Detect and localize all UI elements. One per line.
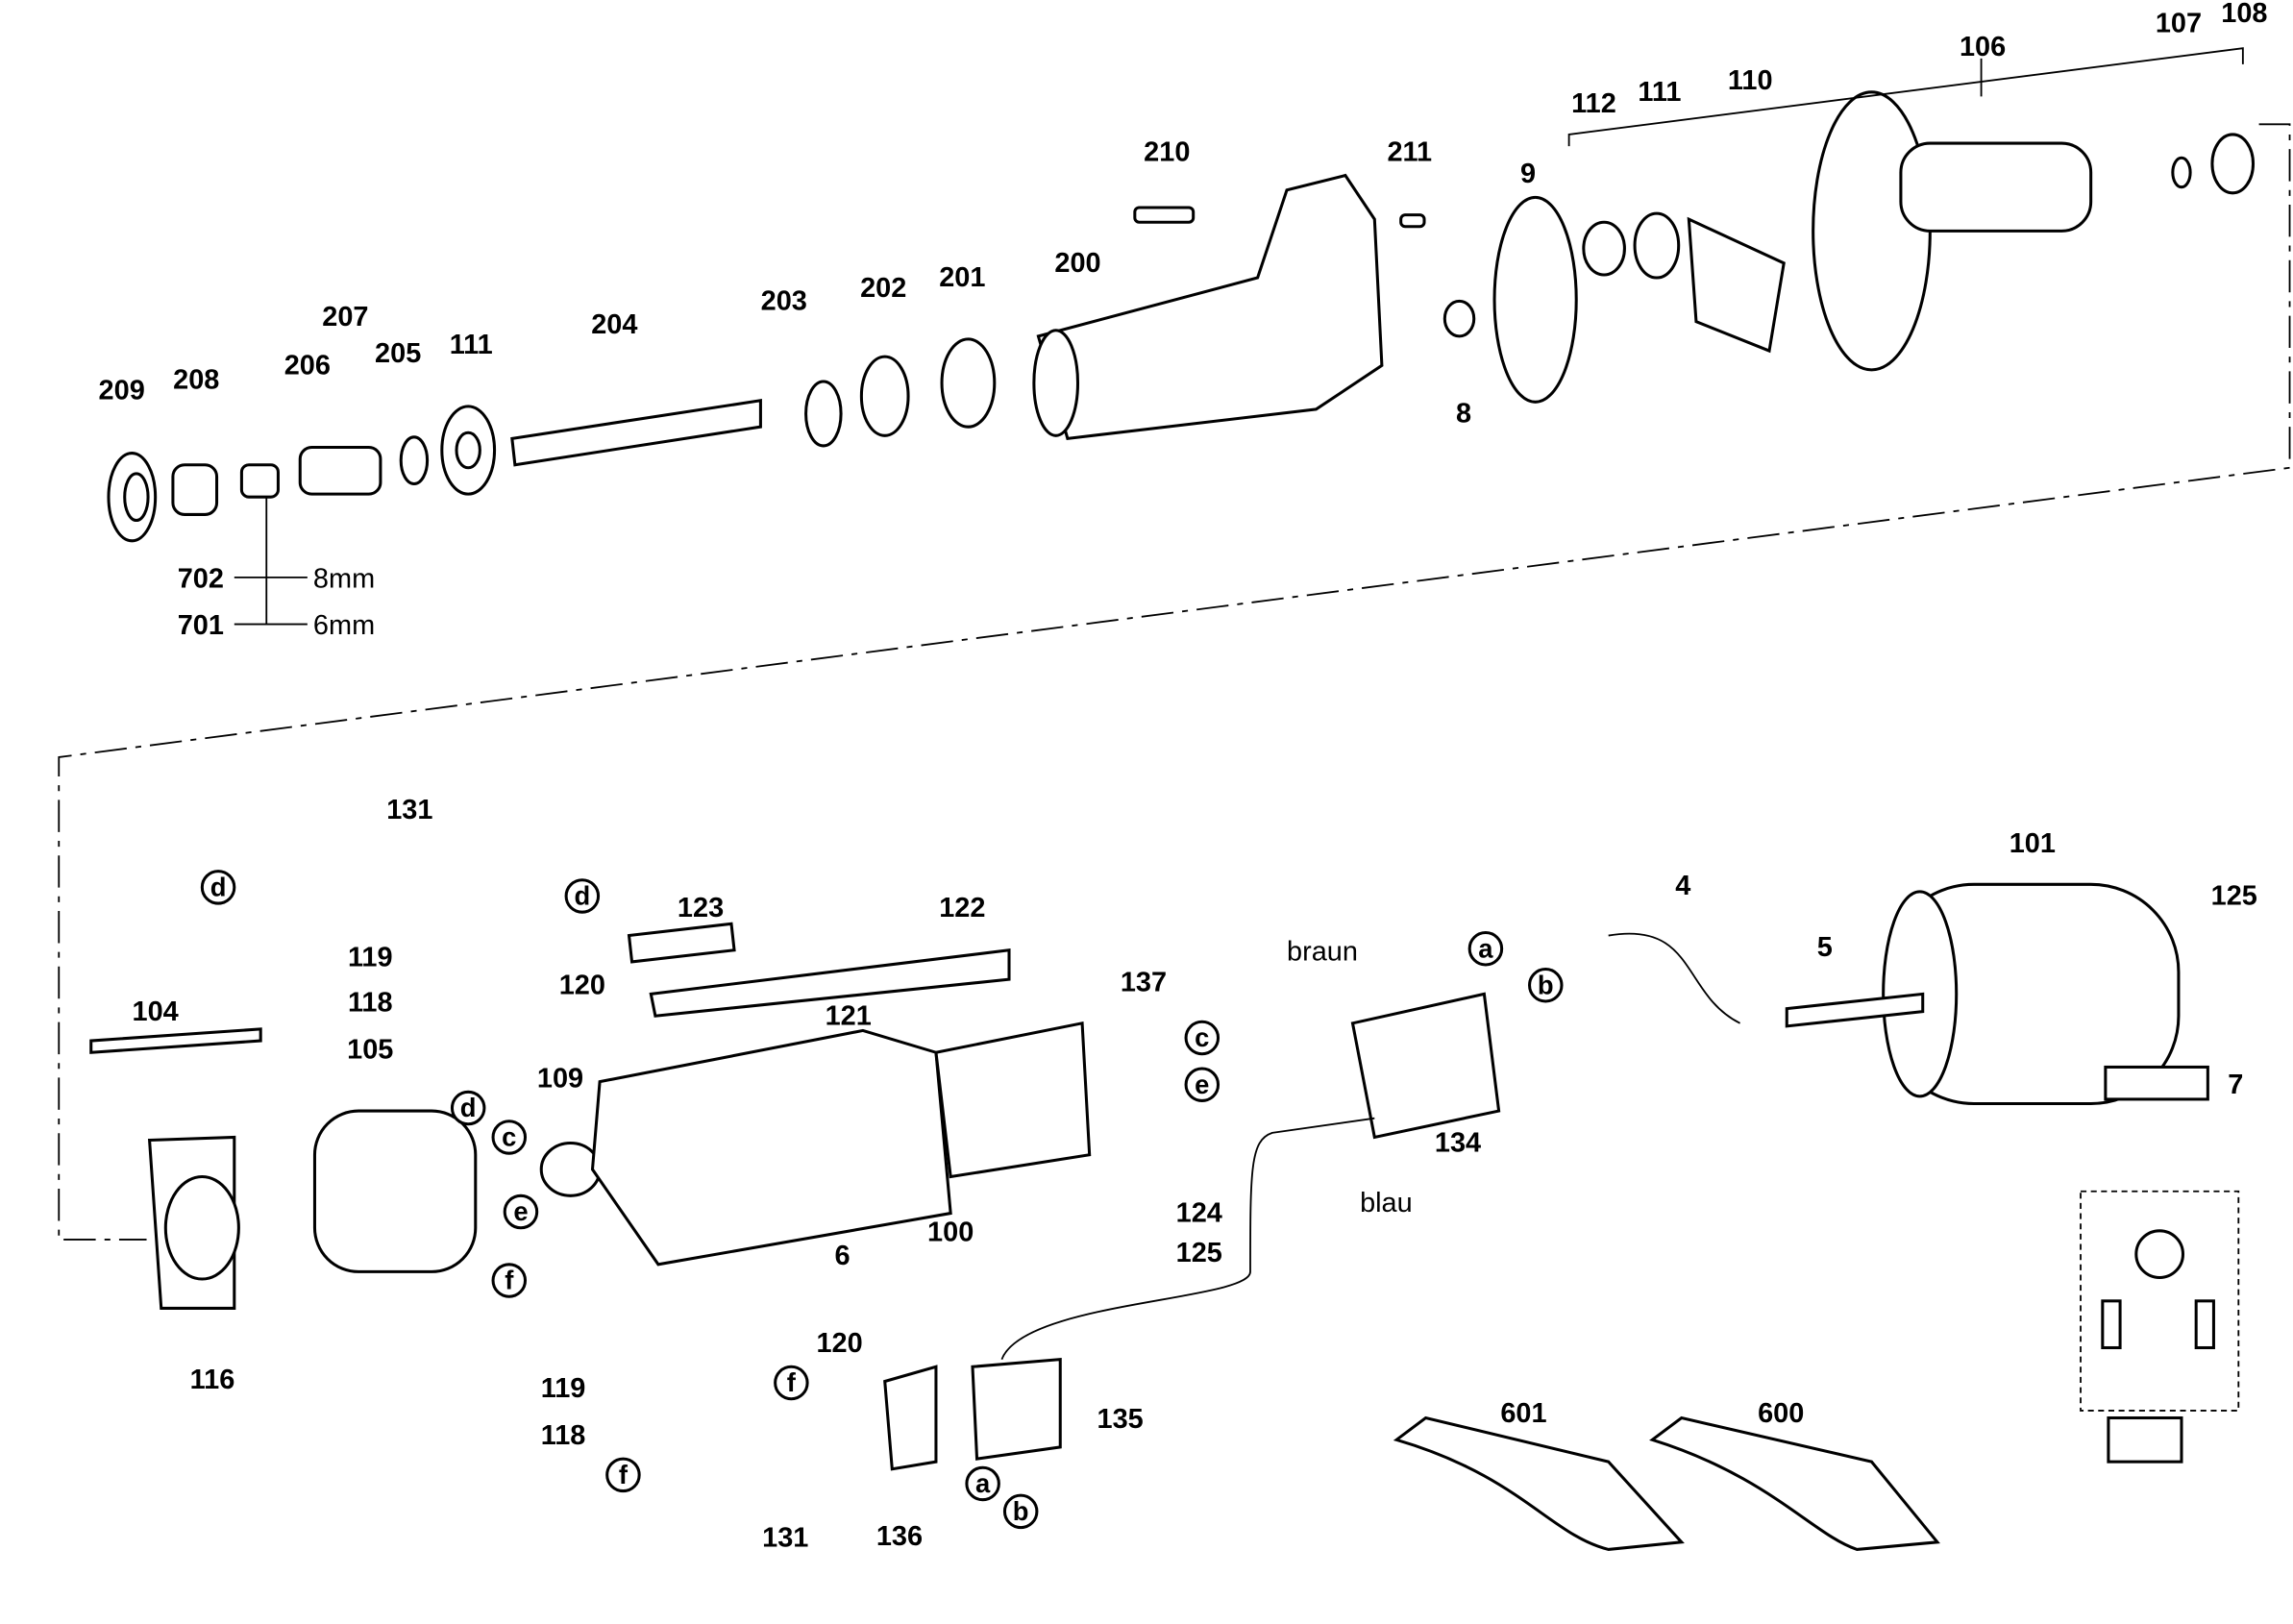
part-label: 101 (2009, 828, 2056, 859)
part-label: 131 (386, 795, 432, 825)
part-label: 7 (2228, 1070, 2243, 1100)
part-label: 211 (1388, 136, 1433, 167)
part-label: 124 (1176, 1198, 1222, 1229)
part-label: 601 (1500, 1398, 1546, 1429)
part-label: 200 (1054, 248, 1100, 279)
connector-letter: f (505, 1266, 514, 1295)
connector-letter: d (210, 872, 227, 901)
part-label: 122 (939, 893, 985, 923)
part-label: 201 (939, 262, 985, 293)
connector-letter: e (513, 1196, 528, 1226)
connector-letter: b (1538, 970, 1554, 999)
connector-letter: a (975, 1468, 991, 1498)
part-label: 100 (927, 1217, 974, 1247)
part-label: 111 (450, 330, 493, 360)
connector-letter: f (787, 1367, 797, 1397)
part-label: 123 (678, 893, 724, 923)
part-label: 208 (173, 365, 219, 396)
part-label: 5 (1817, 932, 1833, 963)
part-label: 203 (761, 285, 807, 316)
part-label: 121 (826, 1000, 872, 1031)
top-part-labels: 209 208 207 206 205 111 204 203 202 201 … (99, 0, 2268, 641)
part-label: 210 (1144, 136, 1190, 167)
part-label: 206 (284, 350, 331, 381)
connector-letter: b (1013, 1496, 1029, 1526)
part-label: 120 (816, 1328, 862, 1359)
part-label: 4 (1675, 871, 1690, 901)
part-label: 110 (1728, 65, 1773, 96)
part-label: 205 (375, 338, 421, 369)
collet-part-label: 702 (178, 564, 224, 595)
connector-letter: f (619, 1460, 629, 1489)
part-label: 134 (1435, 1128, 1481, 1159)
assembly-dash-line (58, 123, 2291, 1241)
part-label: 105 (347, 1034, 393, 1065)
part-label: 8 (1456, 399, 1471, 430)
part-label: 111 (1638, 77, 1681, 108)
connector-letter: c (502, 1122, 516, 1152)
part-label: 104 (133, 997, 179, 1027)
part-label: 135 (1097, 1404, 1144, 1435)
part-label: 9 (1520, 159, 1536, 189)
part-label: 118 (541, 1420, 586, 1451)
part-label: 209 (99, 375, 145, 406)
wire-color-brown: braun (1287, 936, 1358, 967)
bottom-assembly-parts (89, 882, 2240, 1551)
part-label: 109 (537, 1064, 583, 1095)
part-label: 125 (2211, 881, 2257, 912)
part-label: 600 (1758, 1398, 1804, 1429)
connector-letter: e (1195, 1070, 1209, 1099)
connector-markers: d d d c e f c e a b f f a b (200, 870, 1564, 1530)
bottom-part-labels: 131 123 122 119 120 118 121 104 105 109 … (133, 795, 2257, 1554)
part-label: 202 (860, 273, 906, 304)
wire-color-blue: blau (1360, 1188, 1413, 1218)
part-label: 6 (835, 1241, 851, 1271)
part-label: 125 (1176, 1238, 1222, 1268)
part-label: 119 (541, 1373, 586, 1404)
part-label: 136 (876, 1521, 923, 1552)
part-label: 106 (1960, 32, 2006, 62)
part-label: 119 (348, 942, 393, 972)
top-assembly-parts (107, 47, 2256, 543)
part-label: 108 (2221, 0, 2267, 29)
part-label: 137 (1121, 967, 1167, 997)
collet-size-label: 8mm (313, 564, 375, 595)
part-label: 120 (559, 970, 605, 1000)
connector-letter: c (1195, 1022, 1209, 1052)
part-label: 118 (348, 988, 393, 1019)
collet-size-label: 6mm (313, 610, 375, 641)
part-label: 116 (190, 1365, 235, 1395)
connector-letter: a (1478, 933, 1493, 963)
part-label: 107 (2156, 8, 2202, 38)
collet-part-label: 701 (178, 610, 224, 641)
connector-letter: d (574, 881, 590, 911)
part-label: 204 (591, 309, 637, 340)
part-label: 131 (762, 1522, 808, 1553)
part-label: 112 (1571, 88, 1616, 119)
connector-letter: d (460, 1093, 477, 1122)
part-label: 207 (322, 302, 368, 332)
